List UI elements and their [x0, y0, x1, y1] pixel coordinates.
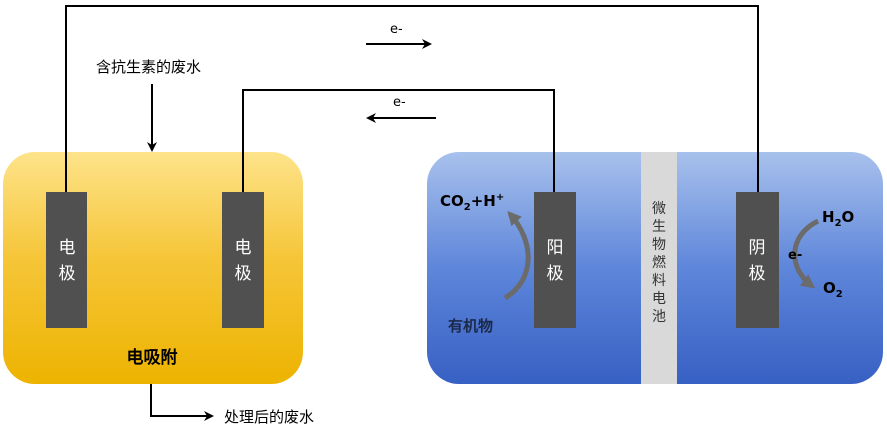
organics-label: 有机物 [448, 317, 493, 335]
cathode-reaction-arrow [792, 218, 820, 289]
membrane-char-4: 燃 [652, 254, 666, 271]
cathode [736, 192, 779, 328]
electron-label-top: e- [390, 22, 403, 37]
cathode-char-1: 阴 [749, 238, 766, 258]
membrane-char-6: 电 [652, 291, 666, 307]
cathode-char-2: 极 [749, 264, 766, 284]
anode-product: CO2+H+ [440, 192, 504, 213]
electron-label-middle: e- [393, 95, 406, 110]
cathode-product: O2 [823, 279, 843, 300]
anode-char-1: 阳 [547, 238, 564, 258]
effluent-label: 处理后的废水 [224, 408, 314, 426]
anode-char-2: 极 [547, 264, 564, 284]
cathode-electron-label: e- [788, 248, 802, 263]
electrode-left [46, 192, 87, 328]
cathode-reactant: H2O [822, 208, 854, 229]
electrode-left-char-2: 极 [59, 264, 76, 284]
effluent-arrow [150, 384, 214, 421]
membrane [641, 152, 677, 384]
anode-reaction-arrow [503, 211, 531, 301]
membrane-char-1: 微 [652, 201, 666, 217]
membrane-char-2: 生 [652, 219, 666, 235]
membrane-text: 微 生 物 燃 料 电 池 [652, 201, 666, 325]
outer-wire [65, 5, 759, 192]
anode [534, 192, 576, 328]
electrode-right-char-2: 极 [235, 264, 252, 284]
influent-label: 含抗生素的废水 [96, 58, 201, 76]
electrode-right-char-1: 电 [235, 238, 252, 258]
electrode-right [222, 192, 264, 328]
electrode-left-char-1: 电 [59, 238, 76, 258]
adsorption-label: 电吸附 [127, 347, 178, 368]
membrane-char-3: 物 [652, 237, 666, 253]
inner-wire [242, 89, 555, 192]
membrane-char-7: 池 [652, 309, 666, 325]
membrane-char-5: 料 [652, 273, 666, 289]
